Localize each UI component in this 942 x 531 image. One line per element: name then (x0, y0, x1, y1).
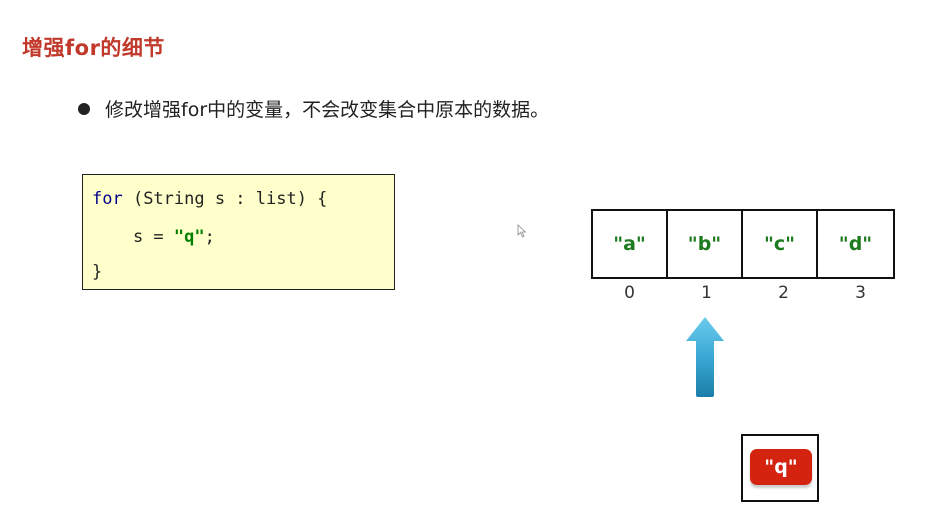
code-line-2: s = "q"; (92, 227, 215, 247)
array-diagram: "a" "b" "c" "d" (591, 209, 895, 279)
code-line-1: for (String s : list) { (92, 189, 327, 209)
array-cell: "c" (743, 211, 818, 277)
variable-value-badge: "q" (750, 449, 812, 485)
array-cell: "a" (593, 211, 668, 277)
array-index: 2 (778, 283, 789, 303)
code-string: "q" (173, 227, 205, 247)
array-cell: "d" (838, 233, 873, 255)
code-text: (String s : list) { (122, 189, 328, 209)
array-index: 0 (624, 283, 635, 303)
bullet-point: 修改增强for中的变量，不会改变集合中原本的数据。 (78, 95, 549, 122)
code-keyword: for (92, 189, 123, 209)
code-text: ; (204, 227, 215, 247)
code-block: for (String s : list) { s = "q"; } (82, 174, 395, 290)
array-cell: "b" (668, 211, 743, 277)
slide-title: 增强for的细节 (22, 36, 165, 60)
array-index: 3 (855, 283, 866, 303)
array-index: 1 (701, 283, 712, 303)
bullet-dot-icon (78, 102, 90, 115)
mouse-cursor-icon (517, 224, 527, 238)
variable-s-box: "q" (741, 434, 819, 502)
code-text: s = (92, 227, 174, 247)
array-indices: 0 1 2 3 (591, 283, 899, 303)
bullet-text: 修改增强for中的变量，不会改变集合中原本的数据。 (105, 99, 550, 121)
code-line-3: } (92, 262, 103, 282)
up-arrow-icon (686, 317, 724, 397)
